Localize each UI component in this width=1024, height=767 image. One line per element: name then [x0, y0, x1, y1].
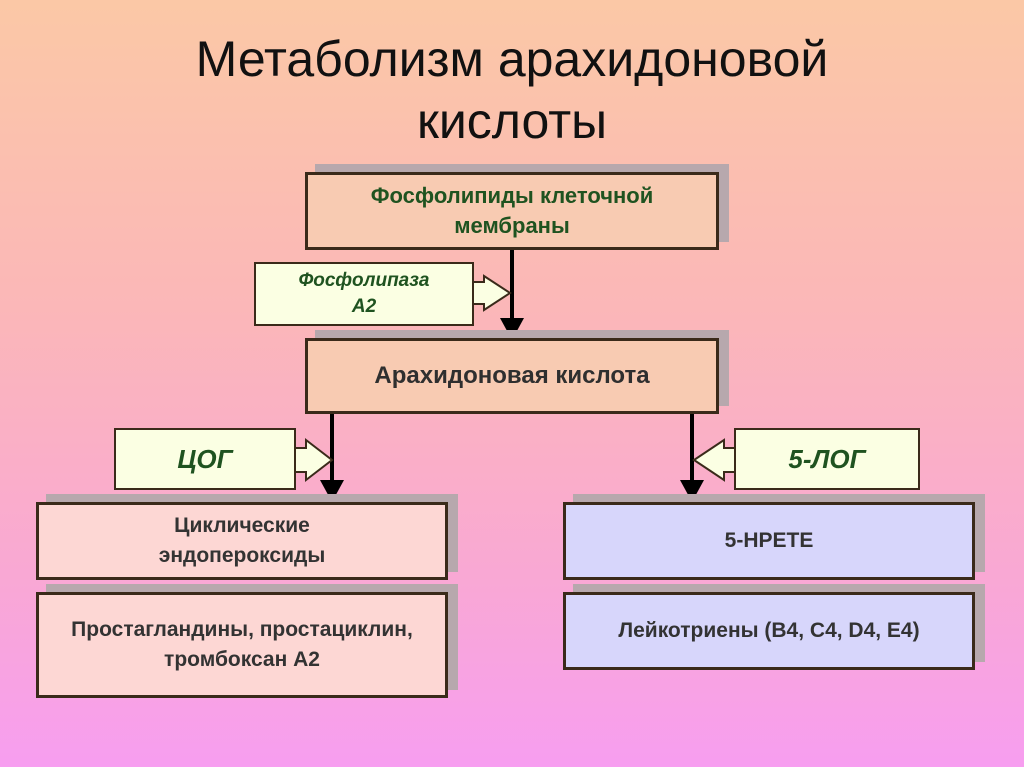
- node-prostaglandins-label: Простагландины, простациклин, тромбоксан…: [71, 618, 413, 671]
- node-phospholipids: Фосфолипиды клеточной мембраны: [305, 172, 719, 250]
- node-5-hpete-label: 5-НРЕТЕ: [724, 529, 814, 552]
- enzyme-phospholipase-label: Фосфолипаза А2: [298, 270, 430, 317]
- node-arachidonic-label: Арахидоновая кислота: [374, 362, 650, 389]
- cox-pointer: [293, 437, 334, 483]
- node-prostaglandins: Простагландины, простациклин, тромбоксан…: [36, 592, 448, 698]
- node-phospholipids-label: Фосфолипиды клеточной мембраны: [370, 183, 654, 238]
- node-arachidonic: Арахидоновая кислота: [305, 338, 719, 414]
- phospholipase-pointer: [471, 274, 512, 312]
- title-line-2: кислоты: [416, 93, 608, 149]
- node-5-hpete: 5-НРЕТЕ: [563, 502, 975, 580]
- enzyme-lox-label: 5-ЛОГ: [788, 444, 866, 474]
- arrowhead-hpete: [680, 480, 704, 502]
- node-leukotrienes: Лейкотриены (В4, С4, D4, Е4): [563, 592, 975, 670]
- page-title: Метаболизм арахидоновой кислоты: [0, 28, 1024, 152]
- arrowhead-arachidonic: [500, 318, 524, 340]
- title-line-1: Метаболизм арахидоновой: [195, 31, 829, 87]
- enzyme-phospholipase: Фосфолипаза А2: [254, 262, 474, 326]
- node-leukotrienes-label: Лейкотриены (В4, С4, D4, Е4): [618, 619, 920, 642]
- lox-pointer: [692, 438, 737, 482]
- node-cyclic-endoperoxides: Циклические эндопероксиды: [36, 502, 448, 580]
- enzyme-lox: 5-ЛОГ: [734, 428, 920, 490]
- node-cyclic-label: Циклические эндопероксиды: [158, 514, 326, 567]
- arrowhead-cyclic: [320, 480, 344, 502]
- enzyme-cox-label: ЦОГ: [177, 444, 233, 474]
- enzyme-cox: ЦОГ: [114, 428, 296, 490]
